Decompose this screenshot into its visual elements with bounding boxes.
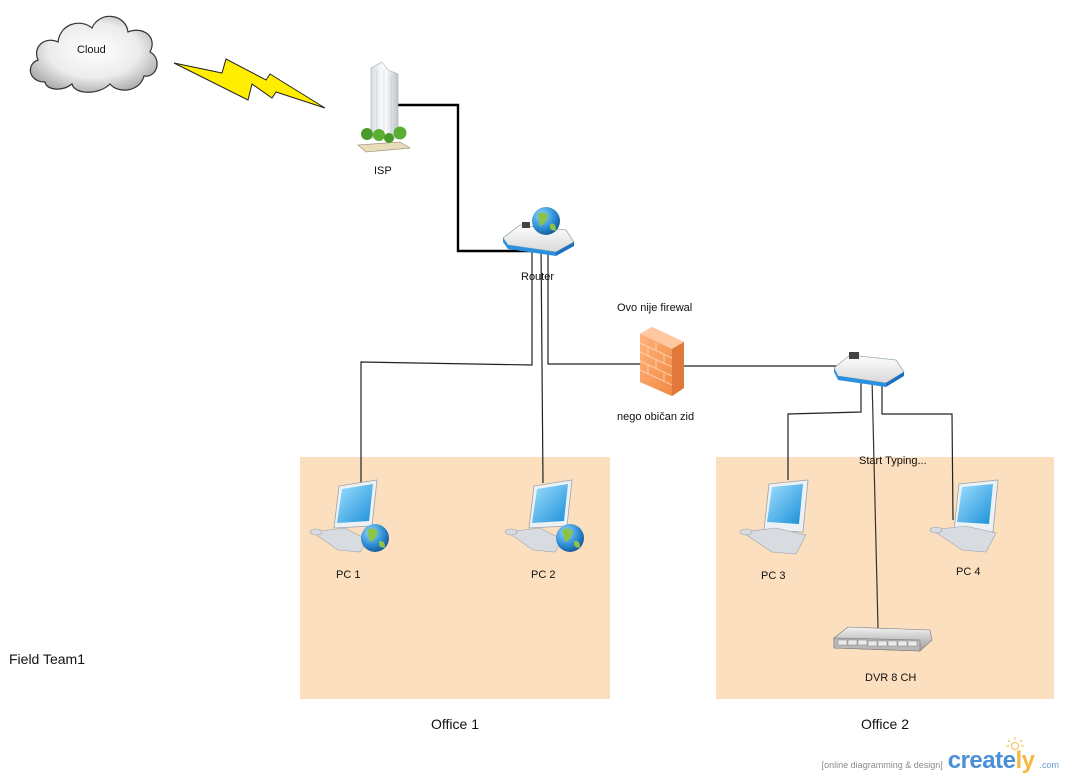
pc4-label: PC 4 [956,566,981,578]
edge-router-pc2[interactable] [540,244,544,484]
dvr-label: DVR 8 CH [865,672,917,684]
edge-switch-dvr[interactable] [871,377,879,629]
edge-switch-pc3[interactable] [787,377,862,480]
cloud-label: Cloud [77,44,106,56]
firewall-label-bottom: nego običan zid [617,411,695,423]
footer-domain: .com [1039,760,1059,770]
edge-switch-pc4[interactable] [881,382,954,521]
creately-watermark[interactable]: [online diagramming & design] creately .… [821,737,1059,774]
computer-globe-icon[interactable] [309,479,389,553]
brand-accent: e [1002,747,1016,774]
edge-router-firewall[interactable] [547,245,640,365]
isp-label: ISP [374,165,392,177]
zone-office-1-label: Office 1 [431,716,479,732]
field-team-label: Field Team1 [9,651,86,667]
edge-router-pc1[interactable] [360,243,533,483]
pc3-label: PC 3 [761,570,786,582]
lightning-bolt-icon [173,58,326,109]
brand-end: ly [1015,747,1035,774]
pc2-label: PC 2 [531,569,556,581]
cloud-icon[interactable] [29,15,158,93]
placeholder-text[interactable]: Start Typing... [859,455,927,467]
computer-icon[interactable] [739,479,809,555]
brand-main: creat [947,747,1003,774]
computer-globe-icon[interactable] [504,479,584,553]
zone-office-2-label: Office 2 [861,716,909,732]
dvr-rack-icon[interactable] [833,626,933,652]
firewall-label-top: Ovo nije firewal [617,302,693,314]
lightbulb-icon [1005,737,1024,750]
creately-logo: creately [947,737,1035,774]
brick-wall-icon[interactable] [639,327,684,396]
router-globe-icon[interactable] [502,207,575,256]
router-icon[interactable] [833,352,905,387]
computer-icon[interactable] [929,479,999,553]
footer-tagline: [online diagramming & design] [821,760,943,770]
router-label: Router [521,271,555,283]
connections [360,103,954,629]
pc1-label: PC 1 [336,569,361,581]
office-building-icon[interactable] [357,61,411,153]
